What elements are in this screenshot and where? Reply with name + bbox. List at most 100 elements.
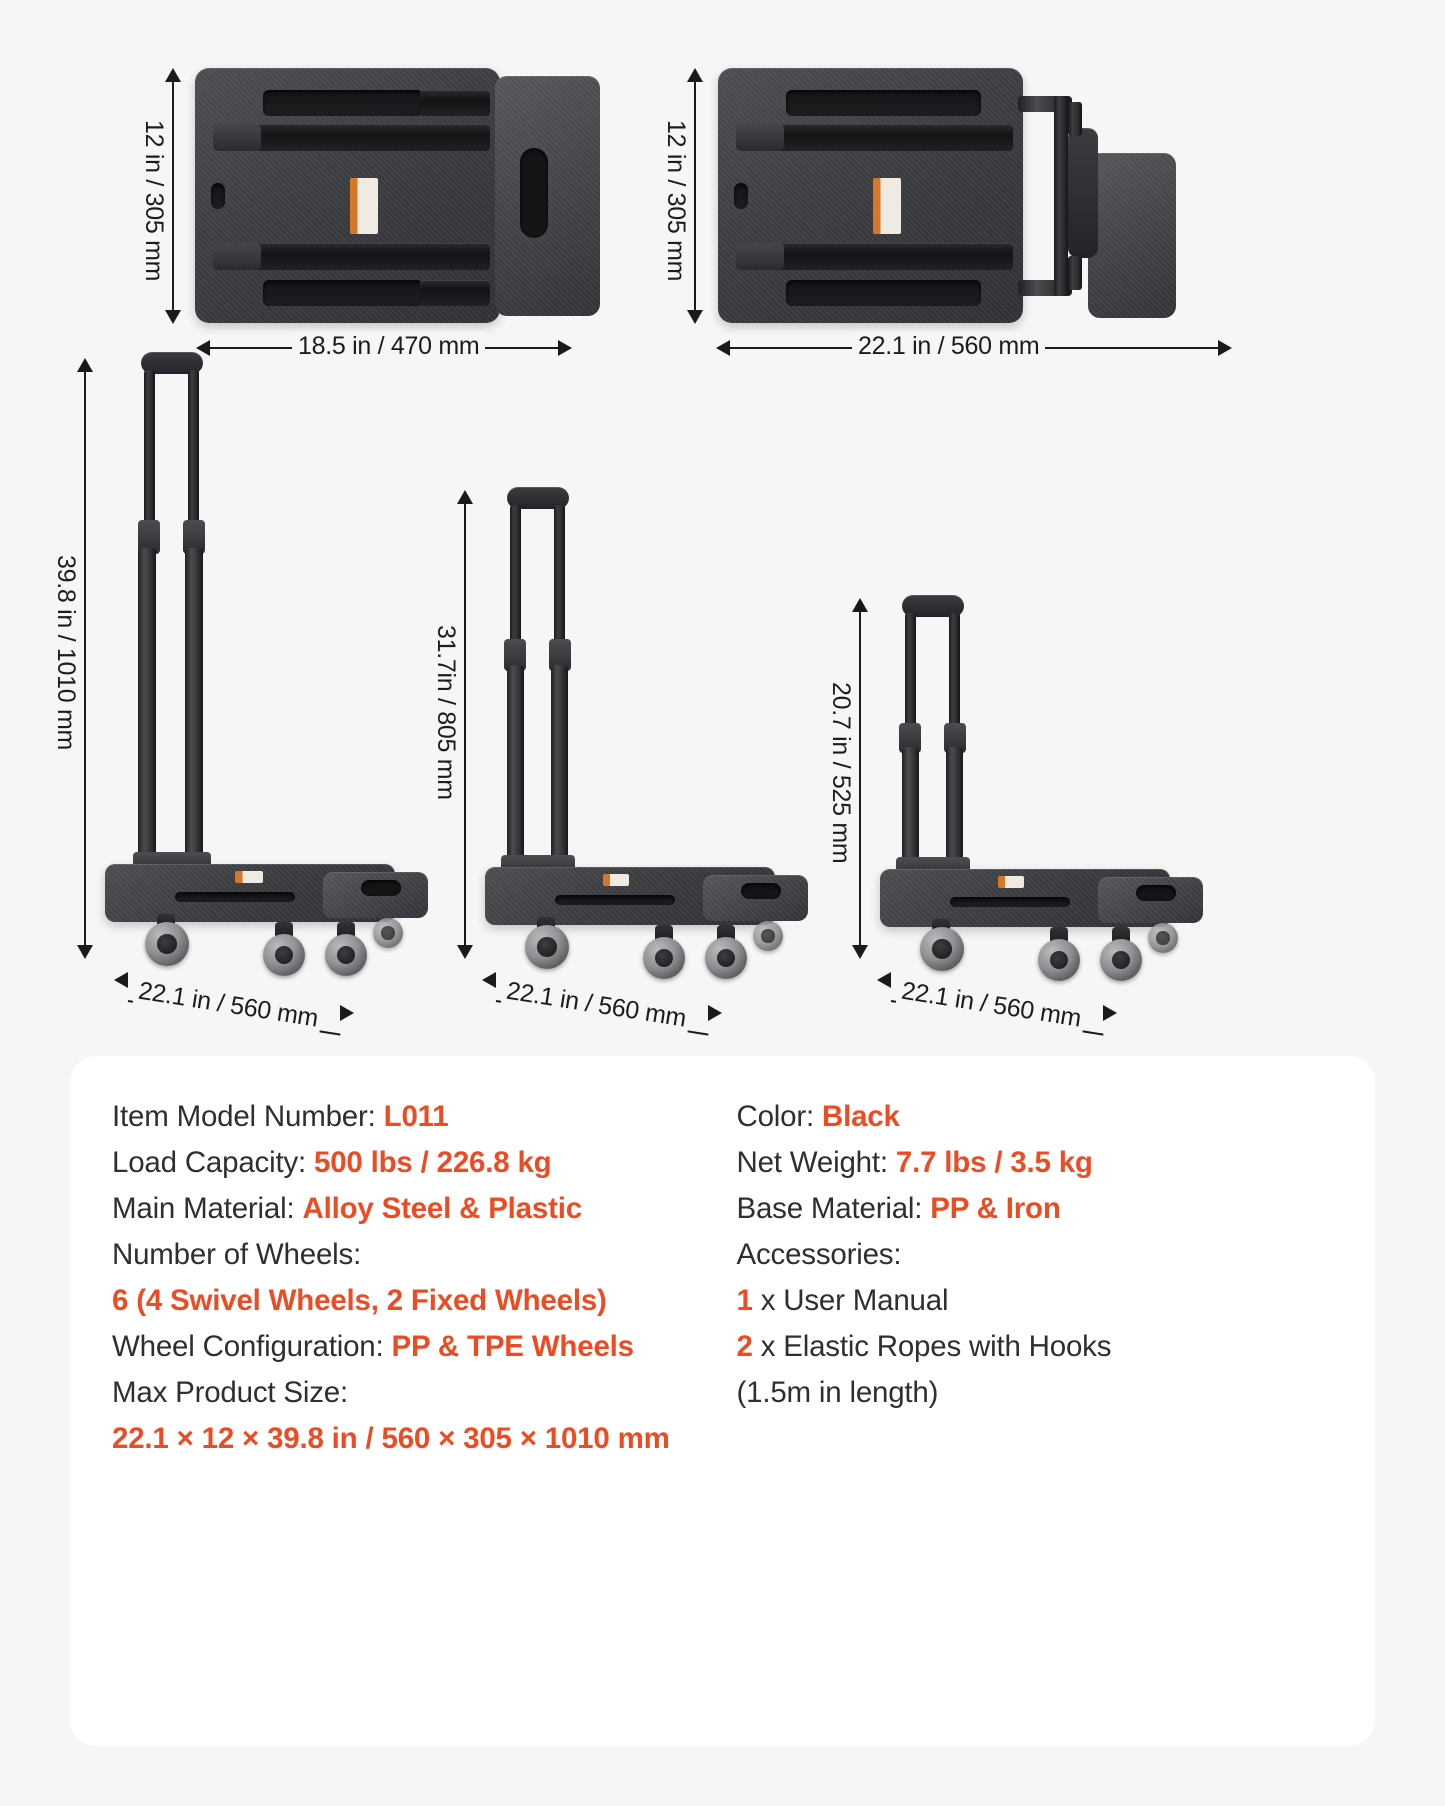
dim-arrow-down [77,945,93,959]
spec-label: Main Material: [112,1192,295,1225]
spec-label: Wheel Configuration: [112,1330,384,1363]
product-view-cart-tall [105,352,435,976]
handle-joint-left [138,520,160,554]
product-view-folded-flat [195,68,600,323]
dim-label-folded-handle-width: 22.1 in / 560 mm [852,332,1046,361]
spec-wheel-configuration: Wheel Configuration: PP & TPE Wheels [112,1324,723,1370]
lower-slot [263,280,423,306]
swivel-wheel [145,922,189,966]
spec-label: Accessories: [736,1238,902,1271]
fixed-wheel [325,934,367,976]
spec-value: L011 [383,1100,449,1133]
product-view-folded-handle [718,68,1176,323]
warning-label-sticker [603,874,629,886]
handle-lower-left [902,747,919,867]
spec-load-capacity: Load Capacity: 500 lbs / 226.8 kg [112,1140,723,1186]
lower-inner-rail [748,243,1013,270]
spec-max-product-size-value: 22.1 × 12 × 39.8 in / 560 × 305 × 1010 m… [112,1416,723,1462]
dim-line-cart-tall-height [84,370,86,945]
upper-inner-rail [748,124,1013,151]
handle-lower-left [507,665,524,870]
handle-grip [1068,128,1098,258]
dim-arrow-up [77,358,93,372]
dim-label-cart-tall-height: 39.8 in / 1010 mm [52,555,80,751]
spec-accessory-rope-length: (1.5m in length) [737,1370,1334,1416]
dim-label-cart-mid-height: 31.7in / 805 mm [432,625,460,800]
upper-rail-cap [213,124,261,151]
spec-net-weight: Net Weight: 7.7 lbs / 3.5 kg [737,1140,1334,1186]
swivel-wheel [920,927,964,971]
rear-wheel [1148,923,1178,953]
swivel-wheel [1038,939,1080,981]
spec-label: Net Weight: [736,1146,889,1179]
handle-grip [507,487,569,509]
upper-slot [786,90,981,116]
spec-label: Load Capacity: [112,1146,306,1179]
handle-lower-right [185,548,203,868]
spec-label: Color: [736,1100,815,1133]
handle-side-left [1054,96,1068,296]
center-oval-hole [211,183,225,209]
handle-upper-left [510,505,521,650]
fixed-wheel [1100,939,1142,981]
spec-value: Black [822,1100,900,1133]
accessory-name: x Elastic Ropes with Hooks [752,1330,1112,1363]
dim-arrow-left [114,972,128,988]
carry-handle-cutout [1136,885,1176,901]
handle-upper-left [905,613,916,733]
handle-upper-right [188,370,199,530]
handle-lower-right [946,747,963,867]
dim-arrow-left [716,340,730,356]
deck-slot [555,895,675,905]
rear-wheel [753,921,783,951]
spec-label: Item Model Number: [112,1100,376,1133]
handle-lower-left [138,548,156,868]
spec-number-of-wheels-label: Number of Wheels: [112,1232,723,1278]
dim-line-folded-height [172,80,174,310]
accessory-quantity: 2 [736,1330,753,1363]
dim-arrow-left [196,340,210,356]
handle-upper-left [144,370,155,530]
handle-lower-right [551,665,568,870]
spec-value: Alloy Steel & Plastic [302,1192,582,1225]
warning-label-sticker [350,178,378,234]
carry-handle-cutout [361,880,401,896]
dim-arrow-down [457,945,473,959]
upper-rail-cap [736,124,784,151]
dim-arrow-down [852,945,868,959]
lower-inner-rail [225,243,490,270]
spec-column-left: Item Model Number: L011 Load Capacity: 5… [112,1094,723,1462]
handle-upper-right [554,505,565,650]
handle-grip [902,595,964,617]
spec-color: Color: Black [737,1094,1334,1140]
spec-column-right: Color: Black Net Weight: 7.7 lbs / 3.5 k… [723,1094,1334,1462]
swivel-wheel [643,937,685,979]
dim-arrow-left [877,972,891,988]
dim-arrow-down [687,310,703,324]
warning-label-sticker [998,876,1024,888]
dim-arrow-right [558,340,572,356]
spec-accessories-label: Accessories: [737,1232,1334,1278]
spec-main-material: Main Material: Alloy Steel & Plastic [112,1186,723,1232]
dim-arrow-right [708,1005,722,1021]
swivel-wheel [263,934,305,976]
spec-accessory-user-manual: 1 x User Manual [737,1278,1334,1324]
swivel-wheel [525,925,569,969]
lower-rail-cap [736,243,784,270]
handle-grip [141,352,203,374]
spec-accessory-elastic-ropes: 2 x Elastic Ropes with Hooks [737,1324,1334,1370]
dim-arrow-right [1103,1005,1117,1021]
handle-joint-left [504,639,526,671]
fixed-wheel [705,937,747,979]
dim-arrow-up [687,68,703,82]
dim-arrow-left [482,972,496,988]
center-oval-hole [734,183,748,209]
upper-rail [420,90,490,116]
spec-label: Base Material: [736,1192,923,1225]
dim-arrow-right [1218,340,1232,356]
dim-arrow-up [165,68,181,82]
product-view-cart-low [880,595,1210,981]
carry-handle-cutout [520,148,548,238]
carry-handle-cutout [741,883,781,899]
deck-slot [950,897,1070,907]
